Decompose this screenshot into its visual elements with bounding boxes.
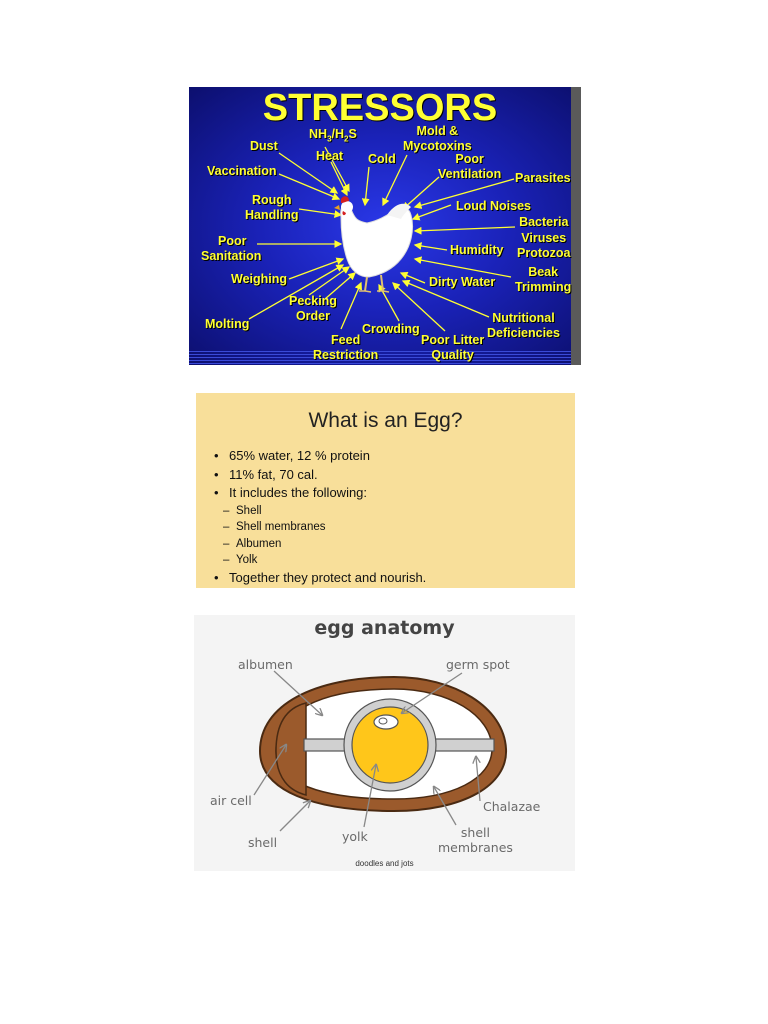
label-protozoa: Protozoa: [517, 246, 570, 262]
list-item: 11% fat, 70 cal.: [214, 466, 426, 485]
label-dirty-water: Dirty Water: [429, 275, 495, 290]
list-item: It includes the following:: [214, 484, 426, 503]
label-beak-trimming-line2: Trimming: [515, 280, 571, 295]
label-beak-trimming-line1: Beak: [515, 265, 571, 280]
egg-cross-section: [194, 615, 575, 871]
label-rough-handling-line1: Rough: [245, 193, 298, 208]
label-pecking-order-line2: Order: [289, 309, 337, 324]
label-air-cell: air cell: [210, 793, 252, 808]
list-subitem: Albumen: [214, 536, 426, 553]
label-nutritional-deficiencies: Nutritional Deficiencies: [487, 311, 560, 341]
label-dust: Dust: [250, 139, 278, 154]
label-shell: shell: [248, 835, 277, 850]
label-shell-membranes: shell membranes: [438, 825, 513, 855]
label-poor-sanitation-line2: Sanitation: [201, 249, 261, 264]
egg-anatomy-diagram: egg anatomy albume: [194, 615, 575, 871]
label-parasites: Parasites: [515, 171, 571, 186]
label-feed-restriction-line2: Restriction: [313, 348, 378, 363]
list-item: Together they protect and nourish.: [214, 569, 426, 588]
label-nh3-h2s: NH3/H2S: [309, 127, 357, 147]
label-poor-ventilation-line1: Poor: [438, 152, 501, 167]
label-humidity: Humidity: [450, 243, 503, 258]
list-subitem: Yolk: [214, 552, 426, 569]
label-poor-sanitation: Poor Sanitation: [201, 234, 261, 264]
label-pecking-order-line1: Pecking: [289, 294, 337, 309]
chicken-icon: [334, 196, 413, 292]
egg-slide-title: What is an Egg?: [196, 409, 575, 433]
label-poor-sanitation-line1: Poor: [201, 234, 261, 249]
diagram-credit: doodles and jots: [194, 859, 575, 868]
label-mold-line1: Mold &: [403, 124, 472, 139]
label-germ-spot: germ spot: [446, 657, 510, 672]
label-mold: Mold & Mycotoxins: [403, 124, 472, 154]
label-poor-litter-line2: Quality: [421, 348, 484, 363]
label-bacteria: Bacteria: [517, 215, 570, 231]
label-nutritional-line2: Deficiencies: [487, 326, 560, 341]
list-subitem: Shell: [214, 503, 426, 520]
label-chalazae: Chalazae: [483, 799, 540, 814]
label-feed-restriction-line1: Feed: [313, 333, 378, 348]
label-feed-restriction: Feed Restriction: [313, 333, 378, 363]
list-subitem: Shell membranes: [214, 519, 426, 536]
chalazae-right: [432, 739, 494, 751]
label-poor-ventilation-line2: Ventilation: [438, 167, 501, 182]
label-loud-noises: Loud Noises: [456, 199, 531, 214]
label-nutritional-line1: Nutritional: [487, 311, 560, 326]
label-yolk: yolk: [342, 829, 368, 844]
label-weighing: Weighing: [231, 272, 287, 287]
chalazae-left: [304, 739, 350, 751]
label-shell-membranes-line1: shell: [438, 825, 513, 840]
label-cold: Cold: [368, 152, 396, 167]
label-pathogens: Bacteria Viruses Protozoa: [517, 215, 570, 262]
label-vaccination: Vaccination: [207, 164, 276, 179]
label-rough-handling: Rough Handling: [245, 193, 298, 223]
stressors-figure: STRESSORS: [189, 87, 581, 365]
egg-facts-list: 65% water, 12 % protein 11% fat, 70 cal.…: [214, 447, 426, 587]
egg-info-slide: What is an Egg? 65% water, 12 % protein …: [196, 393, 575, 588]
label-rough-handling-line2: Handling: [245, 208, 298, 223]
label-molting: Molting: [205, 317, 249, 332]
label-shell-membranes-line2: membranes: [438, 840, 513, 855]
label-poor-litter-quality: Poor Litter Quality: [421, 333, 484, 363]
list-item: 65% water, 12 % protein: [214, 447, 426, 466]
label-pecking-order: Pecking Order: [289, 294, 337, 324]
label-beak-trimming: Beak Trimming: [515, 265, 571, 295]
label-albumen: albumen: [238, 657, 293, 672]
label-poor-ventilation: Poor Ventilation: [438, 152, 501, 182]
label-heat: Heat: [316, 149, 343, 164]
label-poor-litter-line1: Poor Litter: [421, 333, 484, 348]
label-viruses: Viruses: [517, 231, 570, 247]
